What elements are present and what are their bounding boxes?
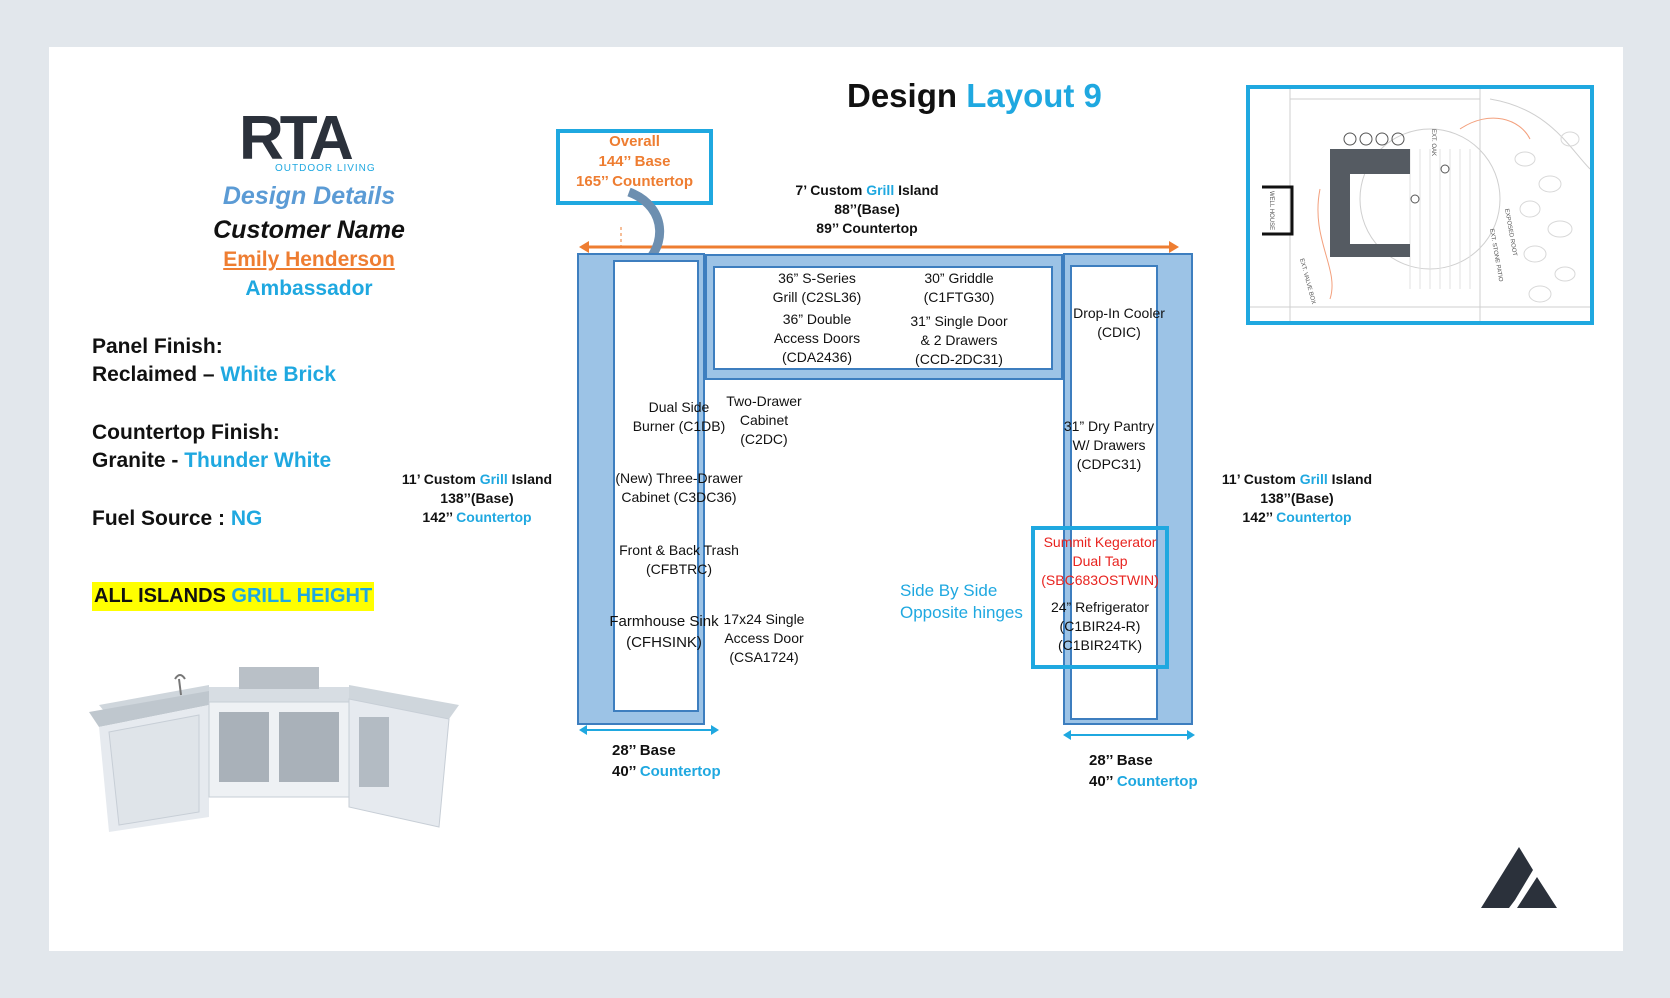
left-base-label: 28’’ Base 40’’ Countertop [612,742,721,780]
trash-label: Front & Back Trash(CFBTRC) [619,542,739,577]
fridge-label: 24” Refrigerator(C1BIR24-R)(C1BIR24TK) [1050,599,1150,653]
customer-name: Emily Henderson [223,248,395,271]
role-label: Ambassador [245,277,373,300]
customer-label: Customer Name [213,216,405,244]
single-door-label: 31” Single Door& 2 Drawers(CCD-2DC31) [910,313,1008,367]
right-base-label: 28’’ Base 40’’ Countertop [1089,752,1198,790]
overall-dimension-arrow [579,227,1179,253]
left-island-inner [613,260,699,712]
left-width-arrow [579,725,719,735]
grill-height-note: ALL ISLANDS GRILL HEIGHT [92,582,375,611]
site-label-root: EXPOSED ROOT [1503,208,1517,257]
island-render-image [89,657,464,837]
page-title: Design Layout 9 [847,77,1102,114]
panel-finish-value: Reclaimed – White Brick [92,363,336,386]
griddle-label: 30” Griddle(C1FTG30) [923,270,995,305]
overall-dimensions-box [556,129,713,205]
logo-letters: RTA [239,113,353,173]
countertop-finish-label: Countertop Finish: [92,421,280,444]
site-label-well-house: WELL HOUSE [1268,191,1274,230]
fuel-source: Fuel Source : NG [92,507,263,530]
site-label-oak: EXT. OAK [1430,129,1436,156]
countertop-finish-value: Granite - Thunder White [92,449,332,472]
cooler-label: Drop-In Cooler(CDIC) [1073,305,1165,340]
site-label-patio: EXT. STONE PATIO [1488,228,1503,282]
left-island-label: 11’ Custom Grill Island 138’’(Base) 142’… [401,471,553,525]
right-island-inner [1070,265,1158,720]
right-island-label: 11’ Custom Grill Island 138’’(Base) 142’… [1221,471,1373,525]
rta-logo: RTA OUTDOOR LIVING [239,104,389,174]
top-island-inner [713,266,1053,370]
kegerator-highlight-box [1031,526,1169,669]
slide: Design Layout 9 RTA OUTDOOR LIVING Desig… [49,47,1623,951]
logo-subtitle: OUTDOOR LIVING [275,163,376,174]
sink-label: Farmhouse Sink(CFHSINK) [609,613,719,651]
top-island-label: 7’ Custom Grill Island 88’’(Base) 89’’ C… [795,182,939,236]
site-label-valve: EXT. VALVE BOX [1298,258,1316,305]
panel-finish-label: Panel Finish: [92,335,223,358]
right-width-arrow [1063,730,1195,740]
site-plan-inset: WELL HOUSE EXT. OAK EXT. VALVE BOX EXT. … [1246,85,1594,325]
brand-mark-icon [1481,847,1557,908]
design-details-heading: Design Details [222,182,396,210]
